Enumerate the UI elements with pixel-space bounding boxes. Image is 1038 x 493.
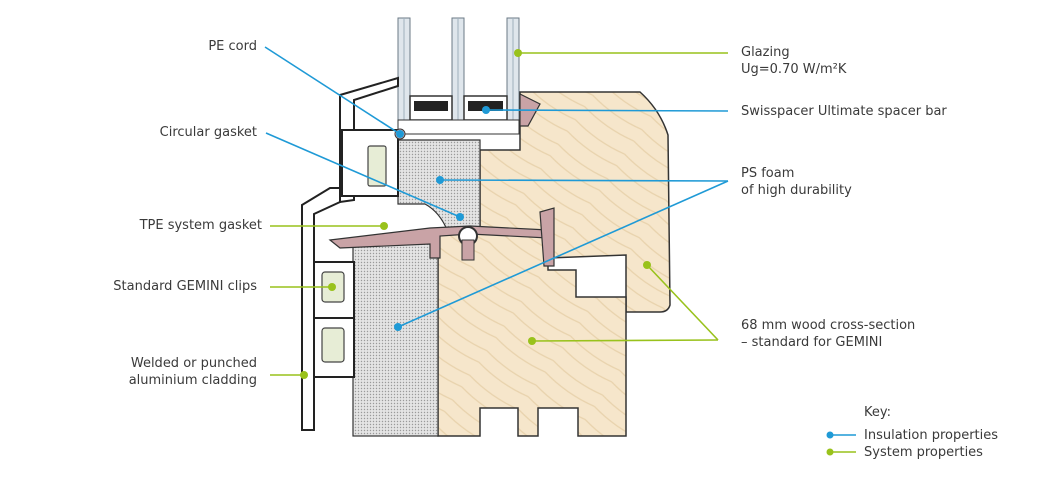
- label-wood: 68 mm wood cross-section – standard for …: [741, 317, 915, 351]
- key-insulation: Insulation properties: [864, 428, 999, 443]
- label-glazing-line1: Glazing: [741, 45, 790, 60]
- ps-foam-upper: [397, 139, 481, 233]
- insulation-dots: [394, 106, 490, 331]
- glazing-panes: [397, 17, 520, 131]
- label-cladding-line2: aluminium cladding: [128, 373, 257, 388]
- label-glazing: Glazing Ug=0.70 W/m²K: [741, 44, 846, 78]
- label-gemini-clips: Standard GEMINI clips: [113, 279, 257, 294]
- label-ps-foam-line1: PS foam: [741, 166, 795, 181]
- tpe-system-gasket: [328, 225, 549, 259]
- label-spacer: Swisspacer Ultimate spacer bar: [741, 104, 947, 119]
- label-glazing-line2: Ug=0.70 W/m²K: [741, 62, 847, 77]
- circular-gasket: [458, 226, 478, 261]
- label-ps-foam: PS foam of high durability: [741, 165, 852, 199]
- key-title: Key:: [864, 405, 892, 420]
- system-leaders: [270, 52, 728, 376]
- label-ps-foam-line2: of high durability: [741, 183, 852, 198]
- system-dots: [300, 49, 651, 379]
- label-pe-cord: PE cord: [208, 39, 257, 54]
- key-system: System properties: [864, 445, 983, 460]
- key-markers: [826, 431, 856, 456]
- label-tpe-gasket: TPE system gasket: [139, 218, 262, 233]
- label-cladding: Welded or punched aluminium cladding: [129, 355, 257, 389]
- ps-foam-lower: [352, 239, 439, 437]
- label-wood-line2: – standard for GEMINI: [741, 335, 883, 350]
- insulation-leaders: [264, 46, 729, 328]
- sash-gasket: [539, 207, 555, 267]
- wood-frame: [437, 231, 627, 437]
- label-cladding-line1: Welded or punched: [130, 356, 257, 371]
- label-wood-line1: 68 mm wood cross-section: [741, 318, 916, 333]
- label-circular-gasket: Circular gasket: [159, 125, 257, 140]
- spacer-bars: [397, 95, 520, 135]
